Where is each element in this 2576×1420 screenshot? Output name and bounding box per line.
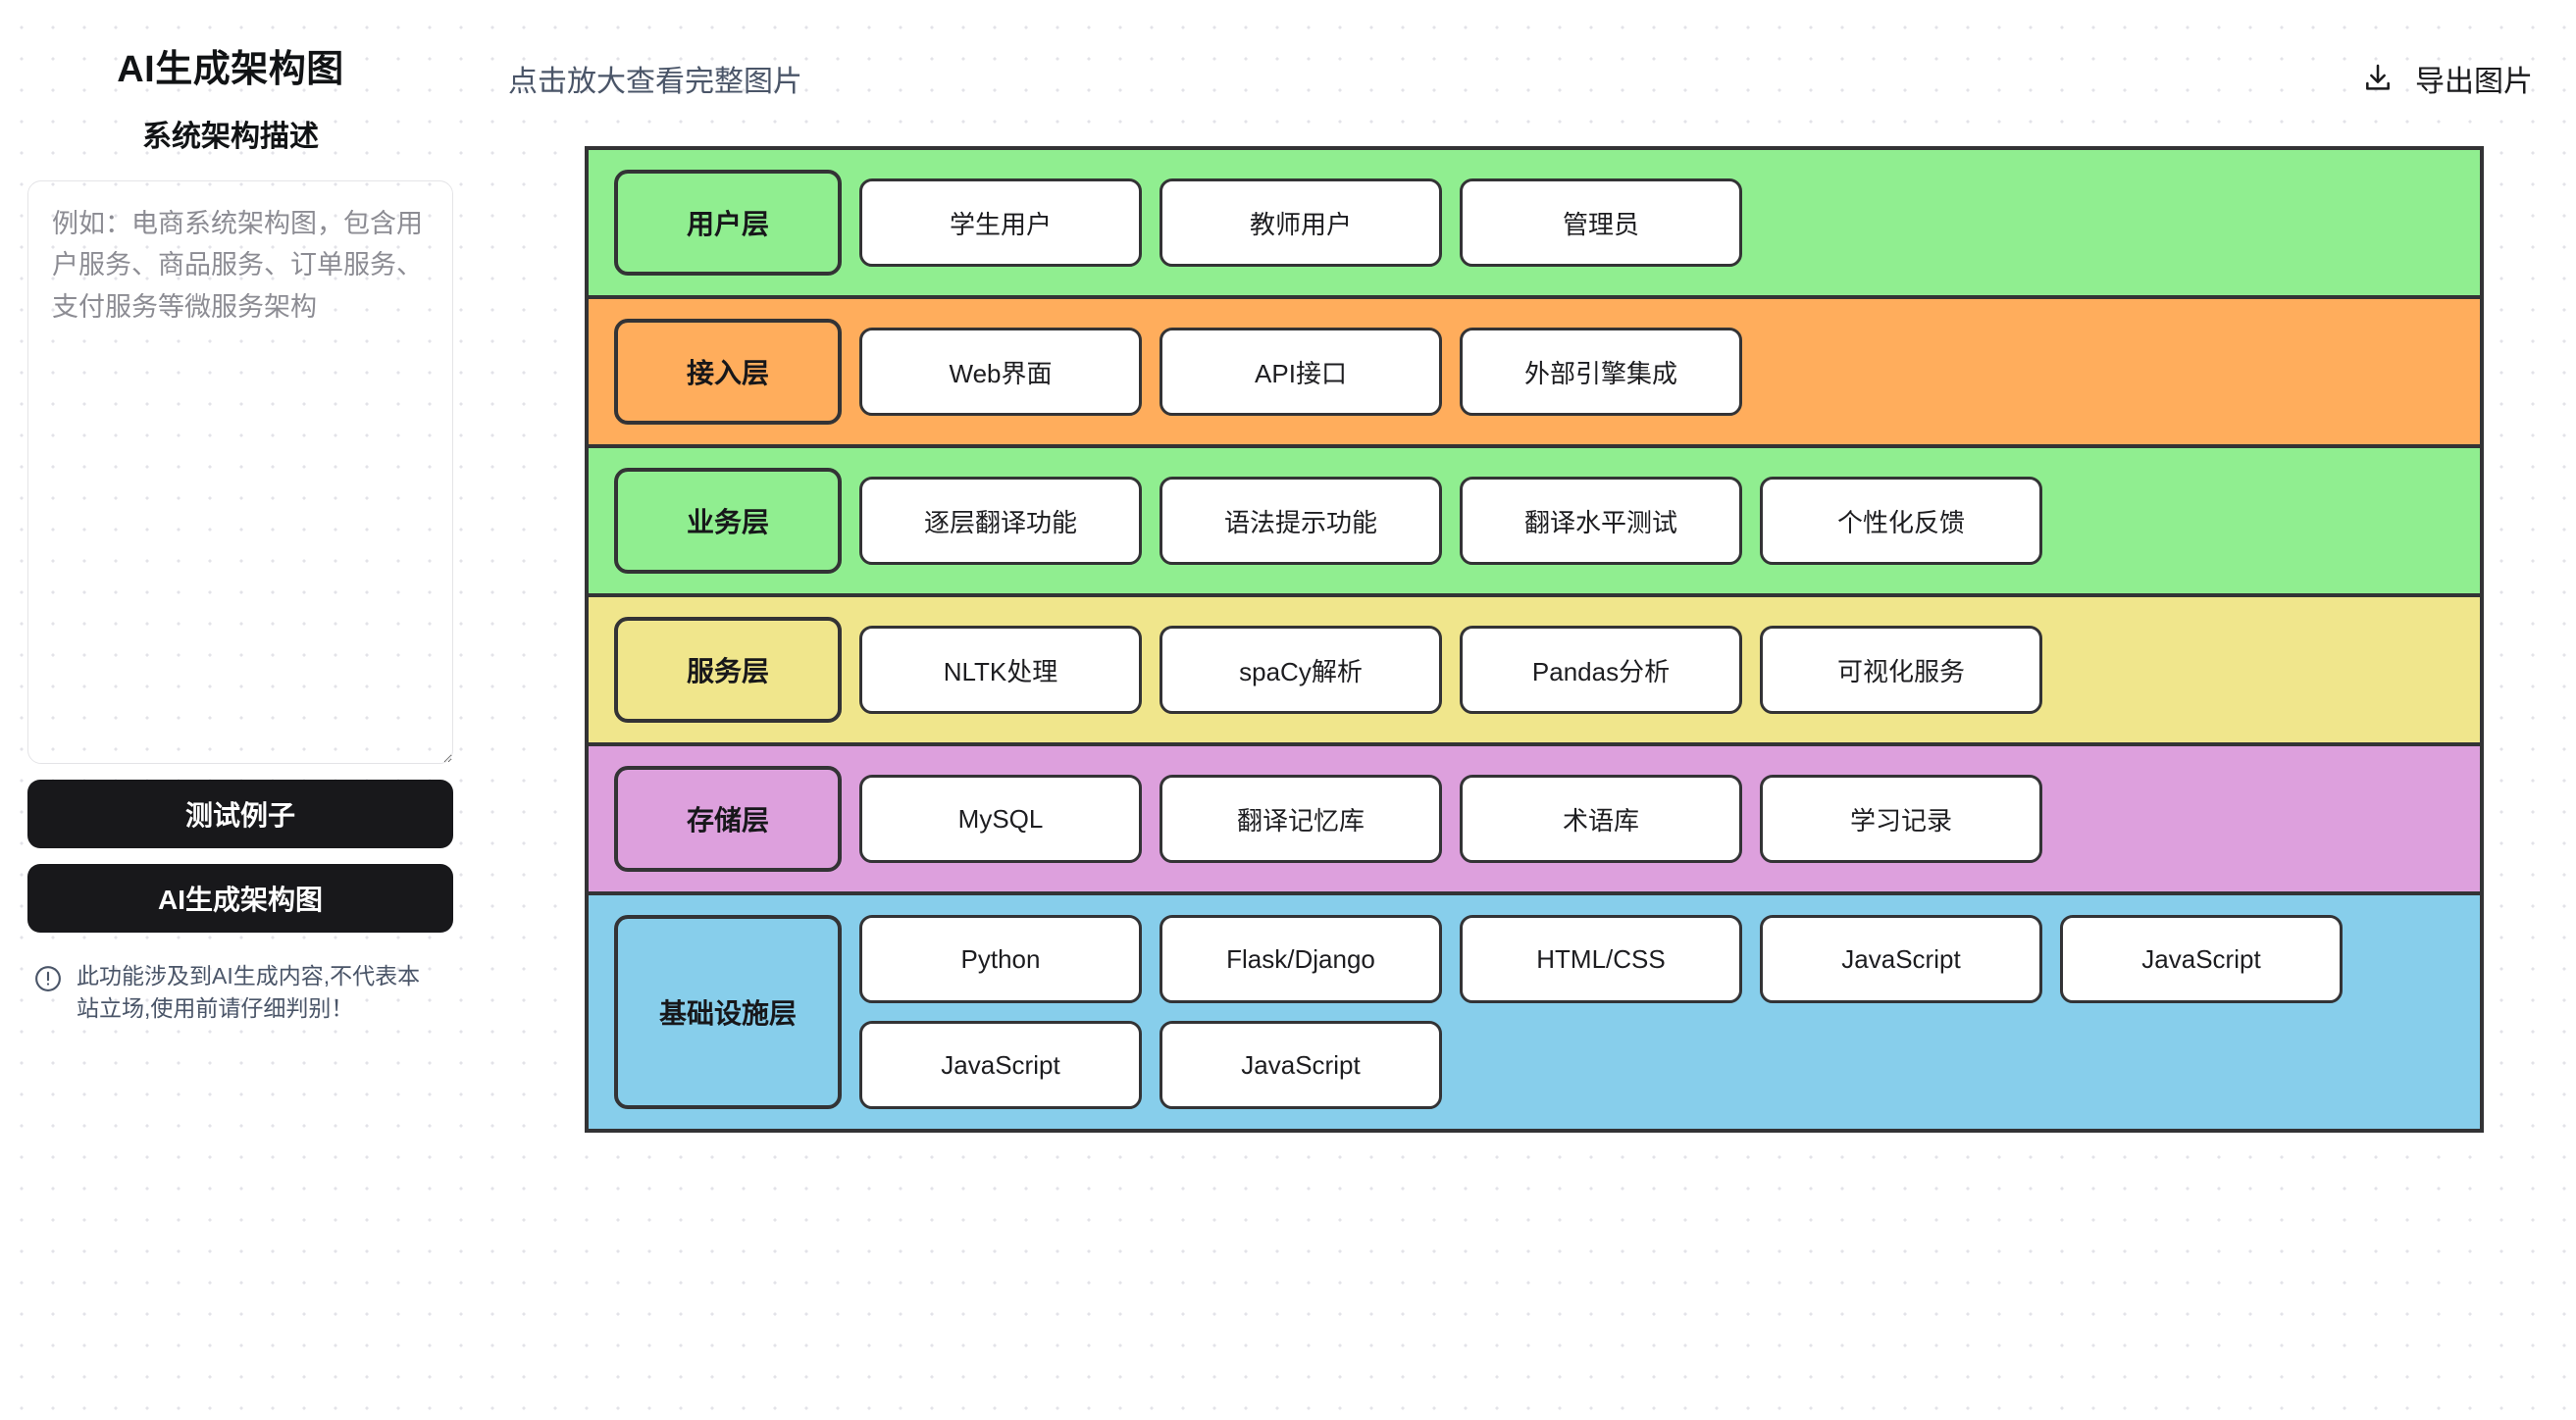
page-title: AI生成架构图 [117, 49, 344, 90]
diagram-node: 教师用户 [1159, 178, 1442, 267]
diagram-node: JavaScript [1159, 1021, 1442, 1109]
disclaimer: 此功能涉及到AI生成内容,不代表本站立场,使用前请仔细判别！ [27, 960, 434, 1026]
diagram-node: JavaScript [2060, 915, 2343, 1003]
diagram-layer-label: 基础设施层 [614, 915, 842, 1109]
diagram-node: 逐层翻译功能 [859, 477, 1142, 565]
diagram-node: Flask/Django [1159, 915, 1442, 1003]
diagram-layer-label: 用户层 [614, 170, 842, 276]
diagram-node: NLTK处理 [859, 626, 1142, 714]
diagram-node: JavaScript [859, 1021, 1142, 1109]
diagram-node: 学习记录 [1760, 775, 2042, 863]
diagram-node: spaCy解析 [1159, 626, 1442, 714]
diagram-layer: 用户层学生用户教师用户管理员 [589, 150, 2480, 299]
diagram-node: 语法提示功能 [1159, 477, 1442, 565]
download-icon [2362, 62, 2394, 96]
diagram-node: 可视化服务 [1760, 626, 2042, 714]
diagram-layer-label: 存储层 [614, 766, 842, 872]
page-subtitle: 系统架构描述 [142, 120, 319, 153]
diagram-layer-nodes: 学生用户教师用户管理员 [859, 178, 2456, 267]
diagram-layer-nodes: 逐层翻译功能语法提示功能翻译水平测试个性化反馈 [859, 477, 2456, 565]
architecture-description-input[interactable] [27, 179, 453, 764]
zoom-hint-text: 点击放大查看完整图片 [508, 66, 802, 98]
generate-diagram-button[interactable]: AI生成架构图 [27, 863, 453, 933]
diagram-layer-label: 服务层 [614, 617, 842, 723]
diagram-node: Python [859, 915, 1142, 1003]
warning-circle-icon [33, 964, 63, 998]
diagram-layer-label: 业务层 [614, 468, 842, 574]
export-image-label: 导出图片 [2415, 66, 2533, 98]
diagram-node: 管理员 [1460, 178, 1742, 267]
diagram-node: JavaScript [1760, 915, 2042, 1003]
sidebar-panel: AI生成架构图 系统架构描述 测试例子 AI生成架构图 此功能涉及到AI生成内容… [0, 0, 461, 1420]
diagram-node: API接口 [1159, 328, 1442, 416]
diagram-node: MySQL [859, 775, 1142, 863]
diagram-node: 学生用户 [859, 178, 1142, 267]
diagram-node: 翻译水平测试 [1460, 477, 1742, 565]
diagram-node: HTML/CSS [1460, 915, 1742, 1003]
disclaimer-text: 此功能涉及到AI生成内容,不代表本站立场,使用前请仔细判别！ [77, 962, 421, 1021]
export-image-button[interactable]: 导出图片 [2362, 57, 2533, 100]
diagram-node: 术语库 [1460, 775, 1742, 863]
diagram-node: 外部引擎集成 [1460, 328, 1742, 416]
test-example-button[interactable]: 测试例子 [27, 779, 453, 848]
diagram-node: 翻译记忆库 [1159, 775, 1442, 863]
diagram-node: 个性化反馈 [1760, 477, 2042, 565]
diagram-node: Web界面 [859, 328, 1142, 416]
diagram-node: Pandas分析 [1460, 626, 1742, 714]
diagram-layer-label: 接入层 [614, 319, 842, 425]
diagram-layer: 业务层逐层翻译功能语法提示功能翻译水平测试个性化反馈 [589, 448, 2480, 597]
